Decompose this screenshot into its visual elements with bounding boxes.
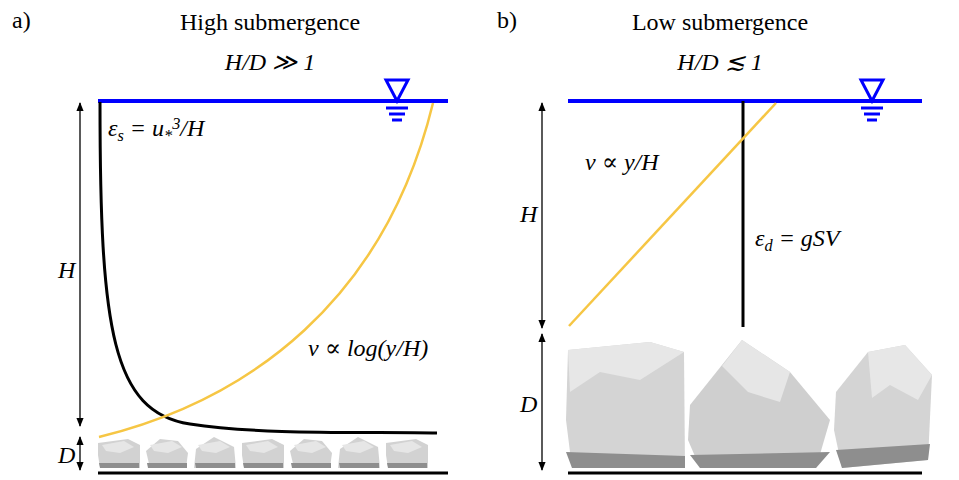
bed-line (98, 472, 448, 475)
ratio-label: H/D ≲ 1 (677, 50, 762, 74)
dimension-arrow (79, 103, 80, 426)
small-rocks (98, 437, 428, 468)
formula-label: v ∝ log(y/H) (308, 336, 428, 360)
text-part: b) (497, 7, 517, 33)
small-rock (242, 439, 284, 468)
small-rock (338, 437, 380, 468)
small-rock (146, 439, 188, 468)
text-part: v ∝ log(y/H) (308, 335, 428, 361)
panel-letter: a) (12, 8, 31, 32)
text-part: D (58, 442, 75, 468)
text-part: * (164, 126, 172, 145)
text-part: H/D ≫ 1 (225, 49, 315, 75)
text-part: Low submergence (632, 9, 808, 35)
velocity-profile (569, 103, 776, 326)
dimension-label: H (58, 258, 75, 282)
text-part: a) (12, 7, 31, 33)
small-rock (194, 437, 236, 468)
text-part: H/D ≲ 1 (677, 49, 762, 75)
bed-line (568, 472, 922, 475)
text-part: d (764, 236, 772, 255)
water-level-symbol (386, 80, 408, 120)
text-part: H (520, 201, 537, 227)
panel-letter: b) (497, 8, 517, 32)
small-rock (386, 439, 428, 468)
dissipation-curve (100, 102, 437, 433)
formula-label: εs = u*3/H (108, 116, 204, 140)
text-part: = gSV (773, 225, 840, 251)
dimension-arrow (541, 334, 542, 470)
small-rock (290, 439, 332, 468)
dimension-label: D (58, 443, 75, 467)
formula-label: v ∝ y/H (585, 150, 659, 174)
text-part: H (58, 257, 75, 283)
text-part: s (117, 126, 123, 145)
text-part: 3 (172, 114, 180, 133)
panel-title: High submergence (180, 10, 360, 34)
velocity-profile (99, 103, 433, 437)
text-part: High submergence (180, 9, 360, 35)
text-part: ε (108, 115, 117, 141)
panel-title: Low submergence (632, 10, 808, 34)
dimension-label: D (520, 392, 537, 416)
small-rock (98, 439, 140, 468)
water-surface (568, 99, 922, 103)
formula-label: εd = gSV (755, 226, 839, 250)
dimension-label: H (520, 202, 537, 226)
ratio-label: H/D ≫ 1 (225, 50, 315, 74)
text-part: /H (180, 115, 204, 141)
text-part: D (520, 391, 537, 417)
text-part: = u (124, 115, 164, 141)
dimension-arrow (541, 103, 542, 328)
text-part: ε (755, 225, 764, 251)
large-rocks (566, 340, 932, 468)
dimension-arrow (79, 437, 80, 470)
text-part: v ∝ y/H (585, 149, 659, 175)
dissipation-line (742, 101, 745, 327)
water-level-symbol (861, 80, 883, 120)
